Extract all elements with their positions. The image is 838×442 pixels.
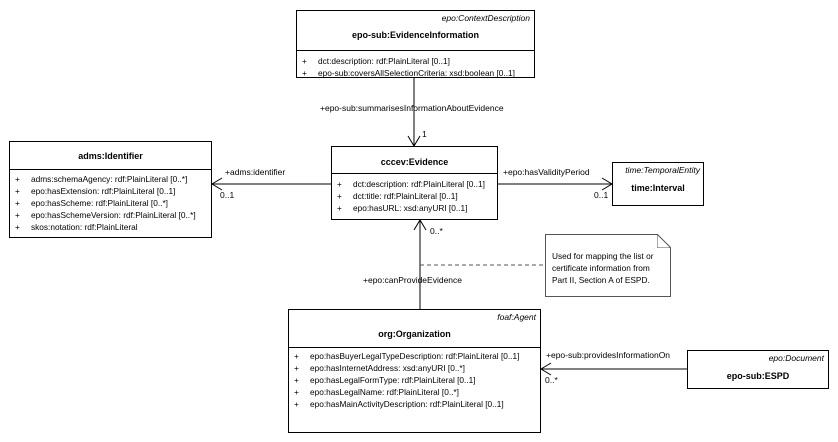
divider [332, 173, 497, 174]
class-interval[interactable]: time:TemporalEntity time:Interval [612, 162, 704, 206]
class-identifier[interactable]: adms:Identifier + adms:schemaAgency: rdf… [9, 141, 212, 238]
attribute-text: epo-sub:coversAllSelectionCriteria: xsd:… [318, 68, 515, 78]
attribute-text: epo:hasSchemeVersion: rdf:PlainLiteral [… [31, 210, 196, 220]
attribute-text: epo:hasLegalName: rdf:PlainLiteral [0..*… [310, 387, 459, 397]
class-espd[interactable]: epo:Document epo-sub:ESPD [687, 350, 829, 389]
attribute-row: + epo:hasMainActivityDescription: rdf:Pl… [289, 398, 540, 410]
attribute-text: dct:description: rdf:PlainLiteral [0..1] [353, 179, 485, 189]
attribute-row: + epo:hasScheme: rdf:PlainLiteral [0..*] [10, 197, 211, 209]
class-name: epo-sub:ESPD [726, 371, 790, 381]
association-role-provides-info: +epo-sub:providesInformationOn [546, 350, 671, 360]
class-name: adms:Identifier [78, 151, 143, 161]
attribute-text: epo:hasScheme: rdf:PlainLiteral [0..*] [31, 198, 168, 208]
attribute-text: epo:hasLegalFormType: rdf:PlainLiteral [… [310, 375, 476, 385]
visibility-marker: + [15, 222, 20, 232]
visibility-marker: + [294, 375, 299, 385]
attribute-list: + dct:description: rdf:PlainLiteral [0..… [297, 55, 534, 79]
visibility-marker: + [337, 191, 342, 201]
visibility-marker: + [294, 363, 299, 373]
attribute-row: + epo:hasSchemeVersion: rdf:PlainLiteral… [10, 209, 211, 221]
attribute-row: + epo:hasExtension: rdf:PlainLiteral [0.… [10, 185, 211, 197]
attribute-row: + epo:hasInternetAddress: xsd:anyURI [0.… [289, 362, 540, 374]
attribute-row: + epo:hasBuyerLegalTypeDescription: rdf:… [289, 350, 540, 362]
multiplicity-validity: 0..1 [594, 190, 609, 200]
association-role-identifier: +adms:identifier [225, 167, 286, 177]
visibility-marker: + [15, 210, 20, 220]
attribute-text: epo:hasExtension: rdf:PlainLiteral [0..1… [31, 186, 176, 196]
visibility-marker: + [294, 387, 299, 397]
divider [289, 347, 540, 348]
stereotype-label: time:TemporalEntity [625, 165, 700, 175]
visibility-marker: + [15, 186, 20, 196]
attribute-text: epo:hasMainActivityDescription: rdf:Plai… [310, 399, 504, 409]
attribute-list: + epo:hasBuyerLegalTypeDescription: rdf:… [289, 350, 540, 410]
class-evidence-information[interactable]: epo:ContextDescription epo-sub:EvidenceI… [296, 10, 535, 78]
note-text: Used for mapping the list or certificate… [552, 251, 654, 285]
visibility-marker: + [337, 179, 342, 189]
association-role-summarises: +epo-sub:summarisesInformationAboutEvide… [320, 103, 504, 113]
attribute-row: + dct:description: rdf:PlainLiteral [0..… [332, 178, 497, 190]
association-role-can-provide: +epo:canProvideEvidence [363, 275, 462, 285]
attribute-text: epo:hasBuyerLegalTypeDescription: rdf:Pl… [310, 351, 520, 361]
multiplicity-summarises: 1 [422, 129, 427, 139]
attribute-text: adms:schemaAgency: rdf:PlainLiteral [0..… [31, 174, 188, 184]
divider [297, 50, 534, 51]
stereotype-label: epo:ContextDescription [441, 13, 530, 23]
stereotype-label: epo:Document [768, 353, 824, 363]
multiplicity-identifier: 0..1 [220, 190, 235, 200]
identifier-arrowhead [211, 177, 223, 191]
visibility-marker: + [302, 68, 307, 78]
class-evidence[interactable]: cccev:Evidence + dct:description: rdf:Pl… [331, 146, 498, 220]
can-provide-arrowhead [413, 219, 427, 231]
attribute-row: + epo:hasLegalFormType: rdf:PlainLiteral… [289, 374, 540, 386]
note-espd-mapping[interactable]: Used for mapping the list or certificate… [545, 234, 671, 297]
attribute-row: + dct:description: rdf:PlainLiteral [0..… [297, 55, 534, 67]
class-organization[interactable]: foaf:Agent org:Organization + epo:hasBuy… [288, 309, 541, 433]
multiplicity-can-provide: 0..* [430, 226, 443, 236]
association-role-validity: +epo:hasValidityPeriod [503, 167, 590, 177]
visibility-marker: + [15, 174, 20, 184]
attribute-text: dct:title: rdf:PlainLiteral [0..1] [353, 191, 458, 201]
attribute-row: + epo-sub:coversAllSelectionCriteria: xs… [297, 67, 534, 79]
visibility-marker: + [294, 399, 299, 409]
stereotype-label: foaf:Agent [497, 312, 536, 322]
provides-info-arrowhead [540, 362, 552, 376]
attribute-list: + dct:description: rdf:PlainLiteral [0..… [332, 178, 497, 214]
attribute-text: skos:notation: rdf:PlainLiteral [31, 222, 138, 232]
attribute-row: + dct:title: rdf:PlainLiteral [0..1] [332, 190, 497, 202]
class-name: cccev:Evidence [380, 157, 449, 167]
visibility-marker: + [302, 56, 307, 66]
visibility-marker: + [294, 351, 299, 361]
attribute-text: epo:hasInternetAddress: xsd:anyURI [0..*… [310, 363, 465, 373]
note-folded-corner [657, 234, 671, 248]
attribute-row: + epo:hasLegalName: rdf:PlainLiteral [0.… [289, 386, 540, 398]
attribute-text: dct:description: rdf:PlainLiteral [0..1] [318, 56, 450, 66]
divider [10, 169, 211, 170]
class-name: time:Interval [631, 183, 685, 193]
attribute-row: + skos:notation: rdf:PlainLiteral [10, 221, 211, 233]
visibility-marker: + [15, 198, 20, 208]
attribute-row: + epo:hasURL: xsd:anyURI [0..1] [332, 202, 497, 214]
multiplicity-provides-info: 0..* [545, 375, 558, 385]
class-name: org:Organization [378, 329, 451, 339]
attribute-list: + adms:schemaAgency: rdf:PlainLiteral [0… [10, 173, 211, 233]
attribute-row: + adms:schemaAgency: rdf:PlainLiteral [0… [10, 173, 211, 185]
attribute-text: epo:hasURL: xsd:anyURI [0..1] [353, 203, 468, 213]
class-name: epo-sub:EvidenceInformation [351, 30, 479, 40]
visibility-marker: + [337, 203, 342, 213]
